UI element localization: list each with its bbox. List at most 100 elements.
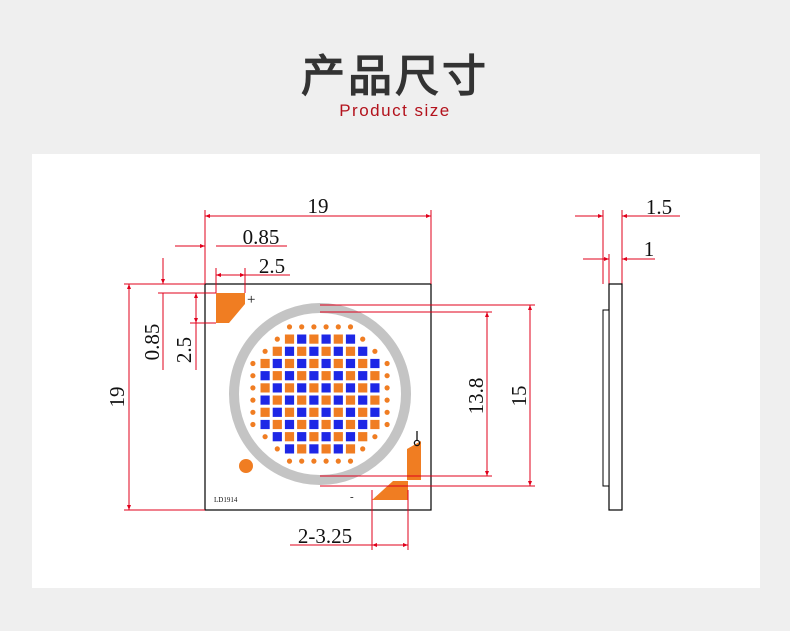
led-chip: [284, 419, 295, 430]
chip-dot: [347, 324, 354, 330]
side-view-lens: [602, 309, 610, 487]
chip-dot: [384, 373, 390, 379]
led-chip: [333, 419, 343, 430]
chip-dot: [250, 409, 256, 415]
chip-dot: [372, 434, 378, 440]
chip-dot: [384, 409, 390, 415]
led-chip: [321, 371, 331, 381]
chip-dot: [286, 324, 293, 330]
led-chip: [321, 334, 331, 344]
led-chip: [333, 444, 343, 454]
led-chip: [370, 383, 380, 393]
chip-dot: [384, 360, 390, 367]
led-chip: [284, 432, 295, 442]
led-chip: [284, 383, 295, 393]
led-chip: [370, 419, 380, 430]
led-chip: [370, 407, 380, 417]
led-chip: [333, 334, 343, 344]
led-chip: [272, 383, 282, 393]
led-chip: [297, 444, 307, 454]
led-chip: [309, 383, 319, 393]
chip-dot: [274, 446, 280, 452]
chip-dot: [323, 324, 329, 330]
led-chip: [272, 432, 282, 442]
led-chip: [333, 371, 343, 381]
led-chip: [345, 395, 356, 405]
led-chip: [321, 419, 331, 430]
dim-side-board: 1: [644, 237, 655, 261]
chip-dot: [299, 458, 305, 464]
led-chip: [297, 407, 307, 417]
chip-dot: [311, 458, 317, 464]
dim-left-height: 19: [105, 387, 129, 408]
led-chip-array: [250, 324, 390, 464]
led-chip: [260, 371, 270, 381]
led-chip: [260, 358, 270, 369]
led-chip: [321, 444, 331, 454]
led-chip: [321, 432, 331, 442]
led-chip: [297, 432, 307, 442]
chip-dot: [360, 336, 366, 342]
led-chip: [321, 383, 331, 393]
led-chip: [284, 334, 295, 344]
led-chip: [358, 383, 368, 393]
led-chip: [333, 358, 343, 369]
led-chip: [358, 346, 368, 356]
chip-dot: [262, 348, 268, 354]
led-chip: [297, 419, 307, 430]
chip-dot: [250, 397, 256, 403]
chip-dot: [274, 336, 280, 342]
top-left-pad: [216, 293, 245, 323]
led-chip: [272, 371, 282, 381]
dim-bottom-pads: 2-3.25: [298, 524, 352, 548]
led-chip: [358, 432, 368, 442]
minus-ring-icon: [413, 439, 421, 447]
led-chip: [309, 358, 319, 369]
led-chip: [297, 395, 307, 405]
chip-dot: [384, 385, 390, 391]
led-chip: [345, 383, 356, 393]
led-chip: [309, 371, 319, 381]
led-chip: [333, 383, 343, 393]
led-chip: [358, 371, 368, 381]
led-chip: [345, 334, 356, 344]
chip-dot: [360, 446, 366, 452]
dim-inner-diameter: 13.8: [464, 378, 488, 415]
chip-dot: [347, 458, 354, 464]
chip-dot: [384, 421, 390, 428]
led-chip: [297, 371, 307, 381]
led-chip: [370, 358, 380, 369]
chip-dot: [250, 421, 256, 428]
minus-marker: -: [350, 491, 354, 503]
dim-left-pad-height: 2.5: [172, 337, 196, 363]
chip-dot: [250, 385, 256, 391]
led-chip: [321, 395, 331, 405]
led-chip: [358, 407, 368, 417]
led-chip: [321, 358, 331, 369]
chip-dot: [299, 324, 305, 330]
led-chip: [345, 419, 356, 430]
chip-dot: [323, 458, 329, 464]
led-chip: [260, 407, 270, 417]
page-title: 产品尺寸: [301, 51, 489, 102]
led-chip: [333, 432, 343, 442]
dim-pad-inset: 0.85: [243, 225, 280, 249]
page-subtitle: Product size: [339, 101, 451, 120]
chip-dot: [262, 434, 268, 440]
led-chip: [345, 358, 356, 369]
dim-pad-width: 2.5: [259, 254, 285, 278]
led-chip: [309, 407, 319, 417]
led-chip: [284, 395, 295, 405]
led-chip: [345, 407, 356, 417]
led-chip: [358, 419, 368, 430]
dim-outer-diameter: 15: [507, 386, 531, 407]
led-chip: [260, 419, 270, 430]
led-chip: [284, 358, 295, 369]
led-chip: [358, 358, 368, 369]
led-chip: [309, 346, 319, 356]
led-chip: [345, 371, 356, 381]
led-chip: [345, 444, 356, 454]
led-chip: [309, 419, 319, 430]
dim-left-pad-inset: 0.85: [140, 324, 164, 361]
